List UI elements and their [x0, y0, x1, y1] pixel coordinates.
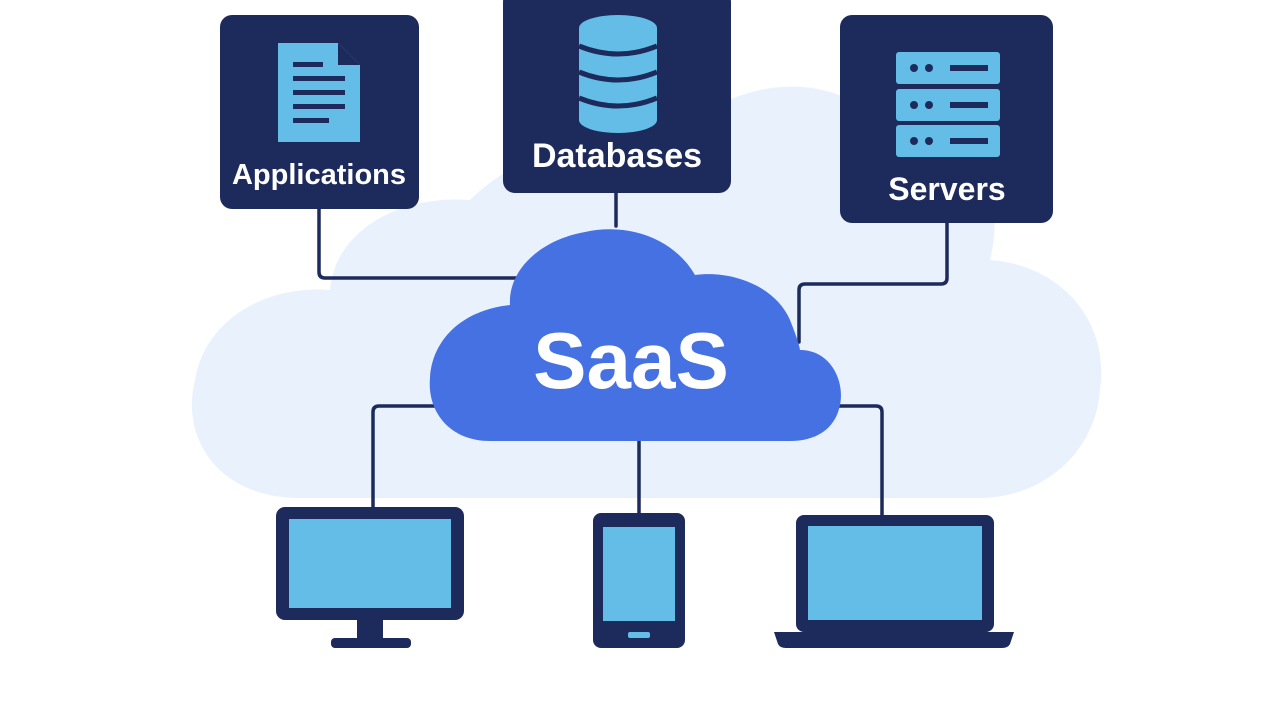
connectors: [317, 190, 949, 518]
smartphone-icon: [593, 513, 685, 648]
saas-cloud: SaaS: [429, 229, 841, 441]
laptop-icon: [774, 515, 1014, 648]
cloud-icon: [429, 229, 841, 441]
connector-laptop: [836, 404, 884, 518]
resource-databases: Databases: [503, 0, 731, 193]
servers-label: Servers: [888, 171, 1005, 207]
resource-applications: Applications: [220, 15, 419, 209]
databases-label: Databases: [532, 137, 702, 175]
connector-servers: [797, 220, 949, 344]
applications-label: Applications: [232, 159, 406, 191]
server-rack-icon: [896, 52, 1000, 157]
connector-applications: [317, 205, 532, 280]
saas-label: SaaS: [533, 316, 729, 405]
desktop-monitor-icon: [276, 507, 464, 648]
database-icon: [578, 15, 658, 133]
document-icon: [278, 43, 360, 142]
connector-desktop: [371, 404, 442, 510]
resource-servers: Servers: [840, 15, 1053, 223]
